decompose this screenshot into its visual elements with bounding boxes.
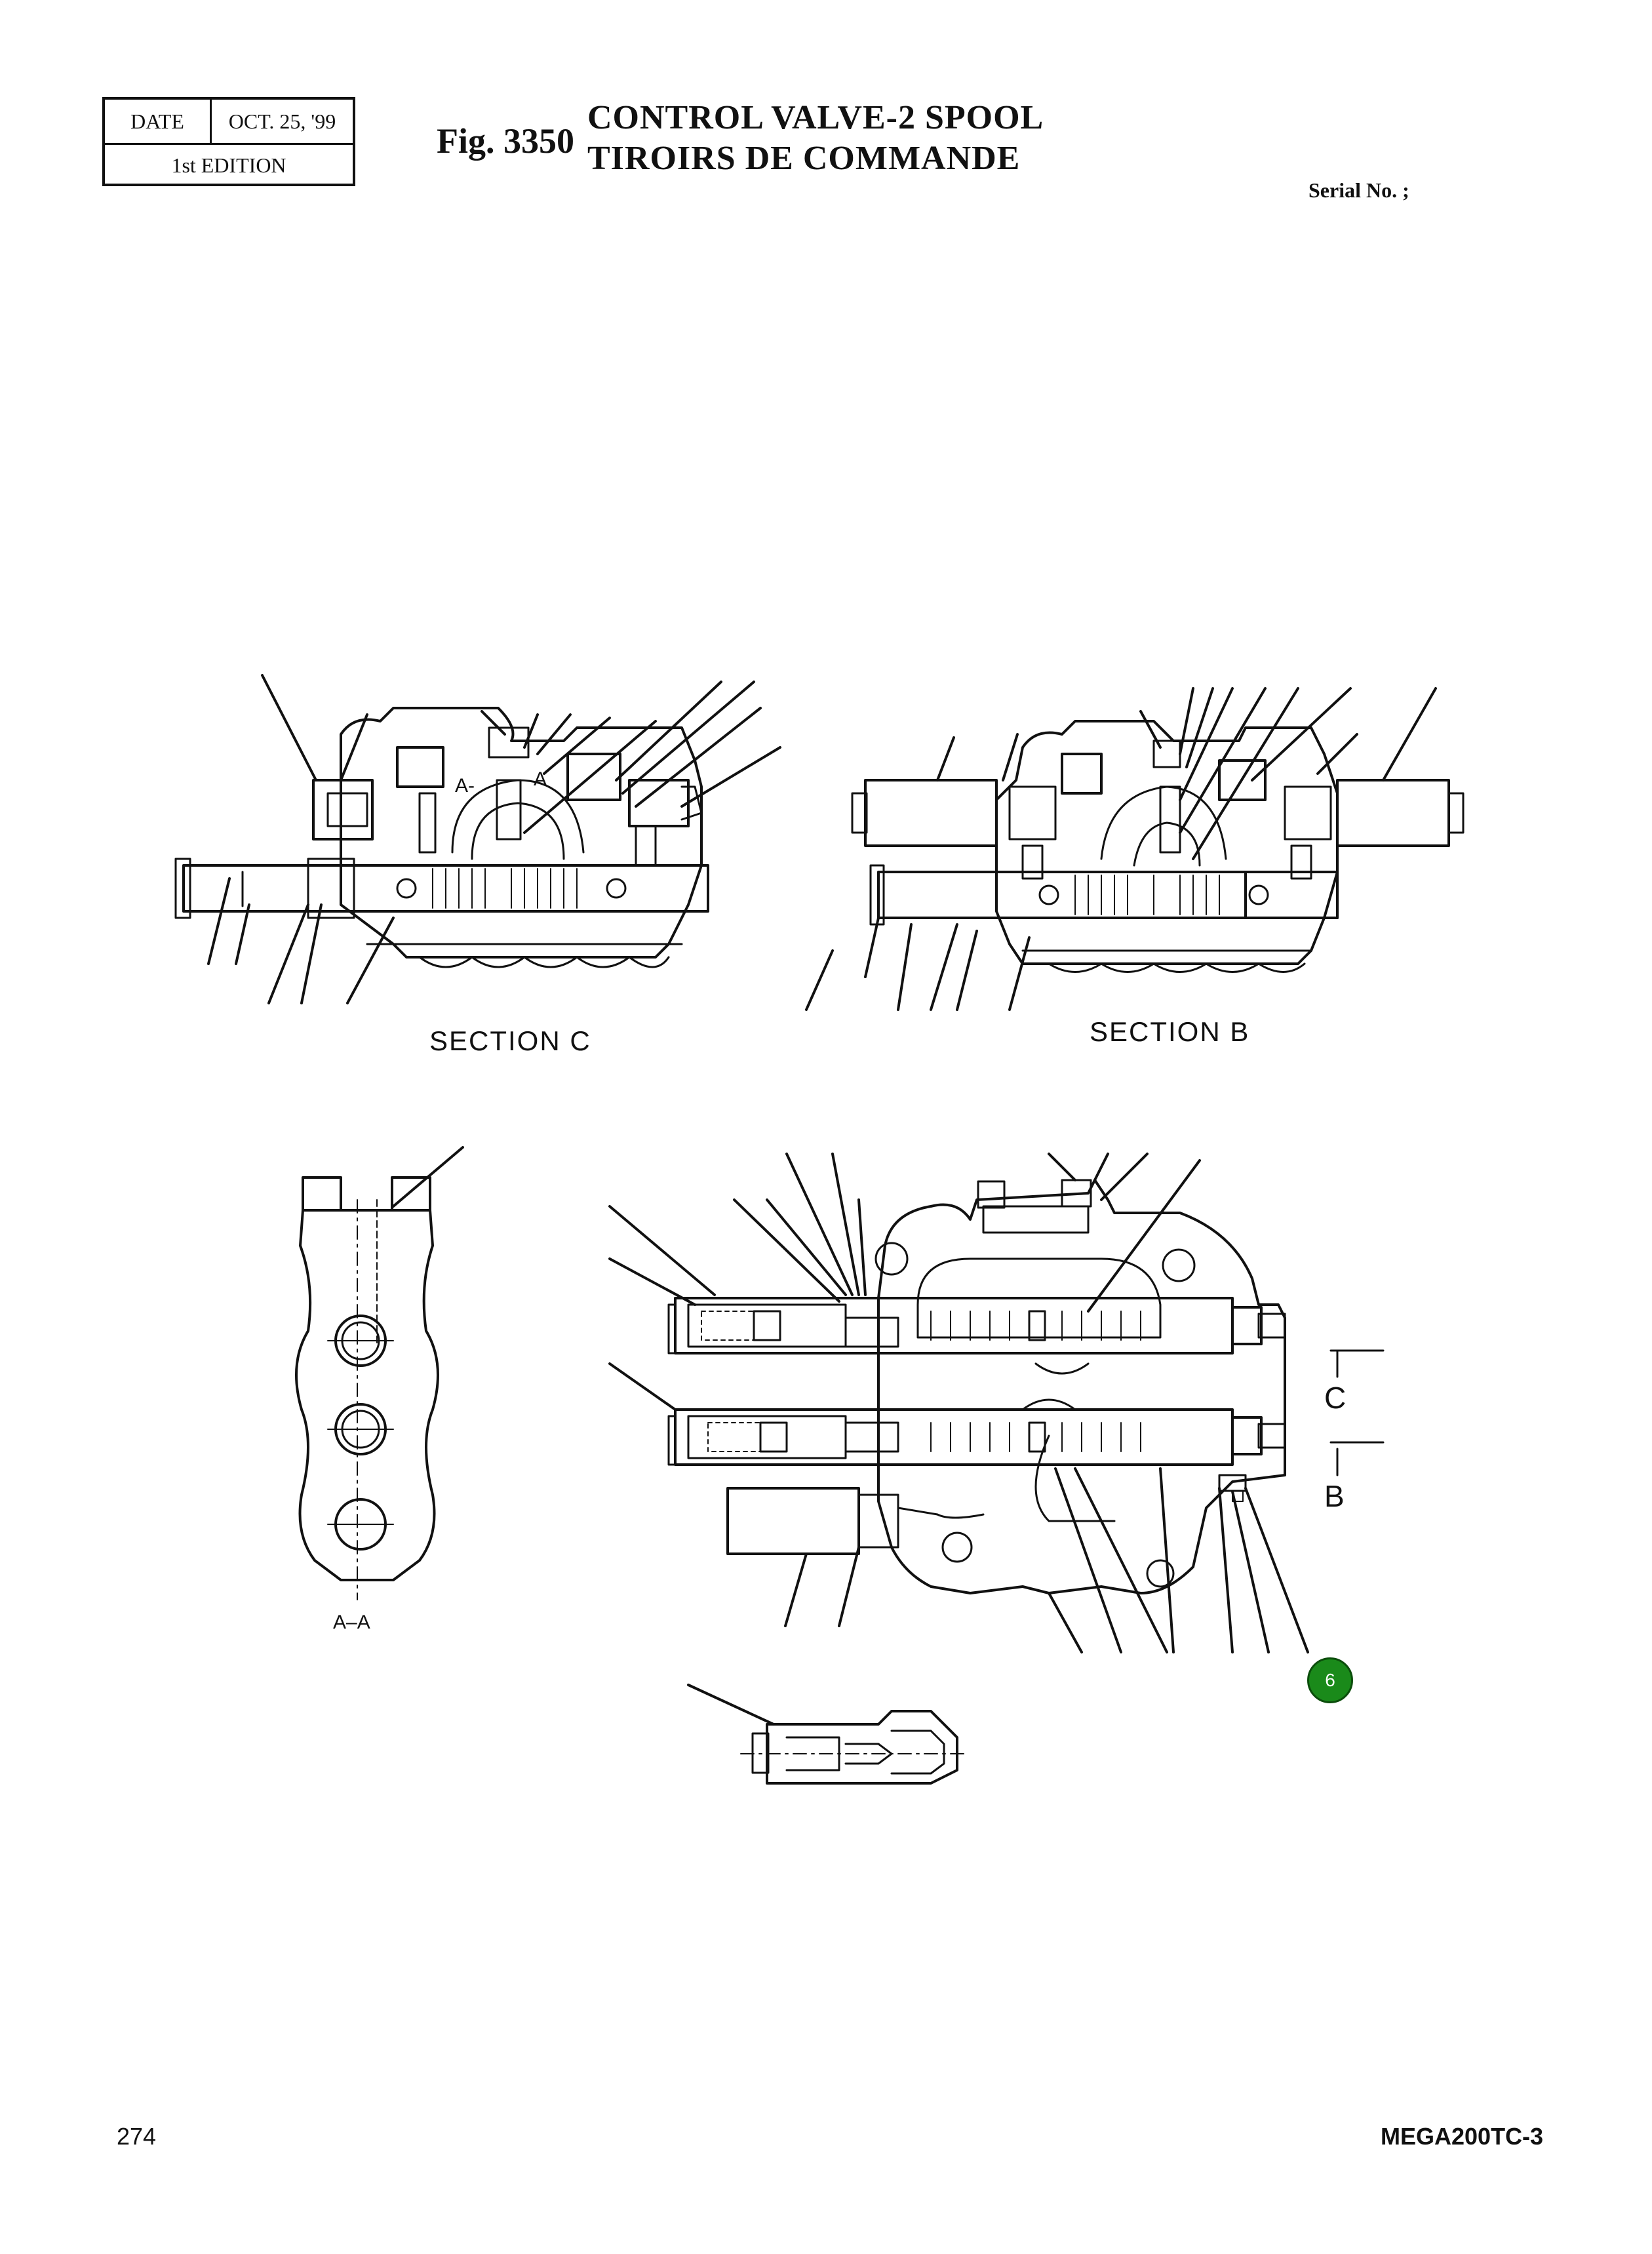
main-assembly-view [608, 1153, 1385, 1653]
figure-number: Fig. 3350 [437, 121, 574, 161]
section-b-label: SECTION B [1090, 1016, 1249, 1047]
title-english: CONTROL VALVE-2 SPOOL [587, 99, 1044, 136]
section-aa-view [295, 1146, 464, 1600]
model-name: MEGA200TC-3 [1381, 2123, 1544, 2150]
date-box: DATE OCT. 25, '99 1st EDITION [102, 97, 355, 186]
date-value: OCT. 25, '99 [228, 109, 336, 133]
section-c-view [174, 674, 781, 1004]
page-number: 274 [117, 2123, 157, 2150]
section-aa-label: A–A [333, 1611, 370, 1633]
section-b-view [805, 687, 1465, 1011]
serial-number: Serial No. ; [1308, 178, 1409, 202]
section-a-marker-left: A- [455, 775, 475, 797]
title-french: TIROIRS DE COMMANDE [587, 140, 1021, 177]
section-c-cut-mark: C [1324, 1381, 1346, 1415]
section-c-label: SECTION C [429, 1025, 591, 1056]
edition: 1st EDITION [171, 153, 286, 177]
callout-marker[interactable]: 6 [1307, 1657, 1353, 1703]
relief-valve-view [687, 1684, 964, 1785]
section-b-cut-mark: B [1324, 1479, 1345, 1513]
section-a-marker-right: A [534, 768, 547, 790]
date-label: DATE [105, 100, 212, 143]
